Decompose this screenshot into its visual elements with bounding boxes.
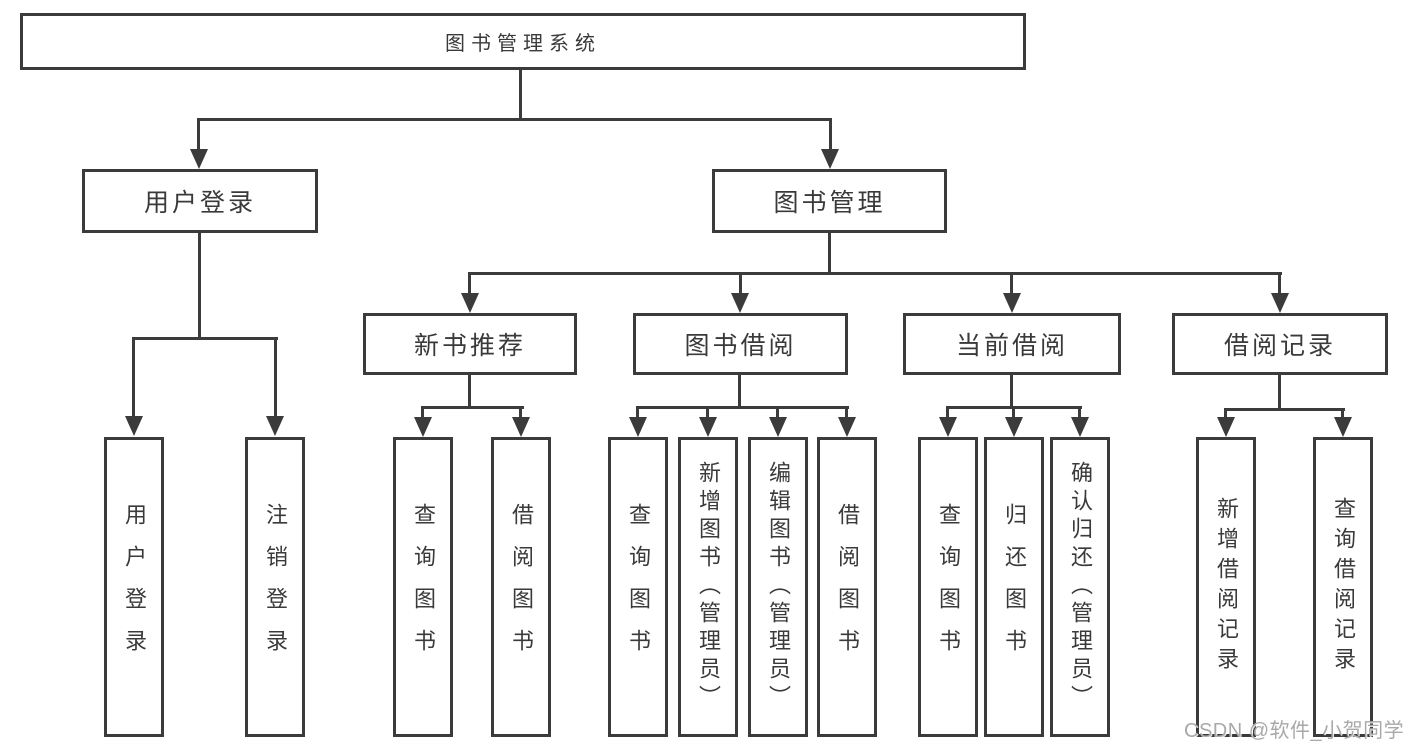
edge-to-leaf-logout-line xyxy=(274,340,277,417)
leaf-nb-borrow-books: 借阅图书 xyxy=(491,437,551,737)
arrowhead-to-leaf-nb-borrow xyxy=(512,417,530,437)
edge-to-leaf-bb-edit-line xyxy=(776,409,779,418)
arrowhead-to-leaf-logout xyxy=(266,416,284,436)
edge-to-new-book-recommend-line xyxy=(468,275,471,294)
edge-current-borrowing-stem-line xyxy=(1010,375,1013,406)
edge-to-leaf-cb-query-line xyxy=(946,409,949,418)
arrowhead-to-current-borrowing xyxy=(1003,293,1021,313)
edge-to-leaf-bb-add-line xyxy=(706,409,709,418)
edge-new-book-bus-line xyxy=(421,406,524,409)
edge-user-login-stem-line xyxy=(198,233,201,337)
edge-to-book-borrowing-line xyxy=(739,275,742,294)
leaf-nb-query-books: 查询图书 xyxy=(393,437,453,737)
edge-to-leaf-nb-query-line xyxy=(421,409,424,418)
node-borrowing-records: 借阅记录 xyxy=(1172,313,1388,375)
edge-new-book-stem-line xyxy=(468,375,471,406)
edge-to-leaf-nb-borrow-line xyxy=(519,409,522,418)
edge-to-leaf-br-query-line xyxy=(1341,411,1344,417)
edge-current-borrowing-bus-line xyxy=(946,406,1082,409)
node-current-borrowing: 当前借阅 xyxy=(903,313,1121,375)
leaf-bb-add-books-admin: 新增图书（管理员） xyxy=(678,437,738,737)
edge-book-management-stem-line xyxy=(828,233,831,272)
csdn-watermark: CSDN @软件_小贺同学 xyxy=(1184,720,1405,742)
edge-to-user-login-line xyxy=(197,121,200,150)
edge-book-borrowing-bus-line xyxy=(636,406,849,409)
leaf-cb-return-books: 归还图书 xyxy=(984,437,1044,737)
arrowhead-to-new-book-recommend xyxy=(461,293,479,313)
arrowhead-to-leaf-br-add xyxy=(1217,417,1235,437)
arrowhead-to-borrowing-records xyxy=(1271,293,1289,313)
arrowhead-to-leaf-cb-return xyxy=(1005,417,1023,437)
leaf-bb-edit-books-admin: 编辑图书（管理员） xyxy=(748,437,808,737)
edge-borrowing-records-bus-line xyxy=(1224,408,1345,411)
edge-to-leaf-bb-query-line xyxy=(636,409,639,418)
leaf-cb-query-books: 查询图书 xyxy=(918,437,978,737)
edge-root-stem-line xyxy=(519,69,522,118)
edge-to-leaf-cb-return-line xyxy=(1012,409,1015,418)
edge-to-current-borrowing-line xyxy=(1010,275,1013,294)
arrowhead-to-leaf-user-login xyxy=(125,416,143,436)
arrowhead-to-user-login xyxy=(190,149,208,169)
node-new-book-recommend: 新书推荐 xyxy=(363,313,577,375)
edge-book-management-bus-line xyxy=(468,272,1282,275)
node-root-library-management-system: 图书管理系统 xyxy=(20,13,1026,70)
edge-to-leaf-cb-confirm-line xyxy=(1078,409,1081,418)
edge-to-leaf-br-add-line xyxy=(1224,411,1227,417)
arrowhead-to-leaf-cb-query xyxy=(939,417,957,437)
node-book-borrowing: 图书借阅 xyxy=(633,313,848,375)
leaf-logout-login: 注销登录 xyxy=(245,437,305,737)
arrowhead-to-leaf-bb-edit xyxy=(769,417,787,437)
edge-borrowing-records-stem-line xyxy=(1278,375,1281,408)
leaf-bb-query-books: 查询图书 xyxy=(608,437,668,737)
leaf-cb-confirm-return-admin: 确认归还（管理员） xyxy=(1050,437,1110,737)
node-book-management: 图书管理 xyxy=(712,169,947,233)
arrowhead-to-book-borrowing xyxy=(731,293,749,313)
arrowhead-to-book-management xyxy=(821,149,839,169)
arrowhead-to-leaf-nb-query xyxy=(414,417,432,437)
leaf-br-query-record: 查询借阅记录 xyxy=(1313,437,1373,737)
edge-user-login-bus-line xyxy=(132,337,278,340)
leaf-user-login: 用户登录 xyxy=(104,437,164,737)
edge-to-book-management-line xyxy=(829,121,832,150)
edge-to-leaf-bb-borrow-line xyxy=(845,409,848,418)
edge-book-borrowing-stem-line xyxy=(738,375,741,406)
arrowhead-to-leaf-br-query xyxy=(1334,417,1352,437)
edge-root-bus-line xyxy=(197,118,832,121)
edge-to-leaf-user-login-line xyxy=(132,340,135,417)
edge-to-borrowing-records-line xyxy=(1278,275,1281,294)
arrowhead-to-leaf-bb-query xyxy=(629,417,647,437)
leaf-bb-borrow-books: 借阅图书 xyxy=(817,437,877,737)
node-user-login: 用户登录 xyxy=(82,169,318,233)
arrowhead-to-leaf-bb-add xyxy=(699,417,717,437)
leaf-br-new-record: 新增借阅记录 xyxy=(1196,437,1256,737)
arrowhead-to-leaf-cb-confirm xyxy=(1071,417,1089,437)
arrowhead-to-leaf-bb-borrow xyxy=(838,417,856,437)
